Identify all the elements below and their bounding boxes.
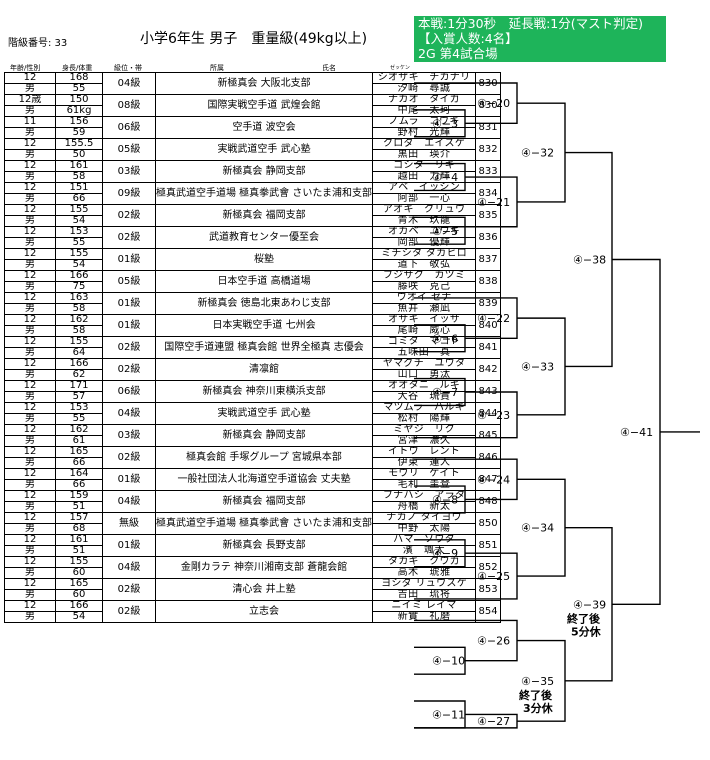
match-label-round2: ④−4 bbox=[432, 171, 458, 184]
info-box: 本戦:1分30秒 延長戦:1分(マスト判定) 【入賞人数:4名】 2G 第4試合… bbox=[414, 16, 666, 62]
col-header-age: 年齢/性別 bbox=[10, 64, 41, 72]
match-label-round2: ④−5 bbox=[432, 225, 458, 238]
info-line-court: 2G 第4試合場 bbox=[418, 46, 498, 61]
match-label-round3: ④−26 bbox=[477, 635, 510, 648]
col-header-rank: 級位・帯 bbox=[114, 64, 142, 72]
match-label-semifinal: ④−39 bbox=[573, 598, 606, 611]
col-header-name: 氏名 bbox=[322, 64, 336, 72]
info-line-winners: 【入賞人数:4名】 bbox=[418, 31, 518, 46]
col-header-height: 身長/体重 bbox=[62, 64, 93, 72]
match-label-round3: ④−23 bbox=[477, 409, 510, 422]
col-header-bib: ゼッケン bbox=[390, 65, 410, 71]
entrant-sex: 男 bbox=[4, 611, 56, 623]
entrant-bib: 854 bbox=[475, 600, 502, 623]
match-label-semifinal: ④−38 bbox=[573, 254, 606, 267]
rest-note: 終了後 bbox=[567, 611, 601, 625]
match-label-round2: ④−9 bbox=[432, 547, 458, 560]
entrant-bib: 834 bbox=[475, 182, 502, 205]
info-line-rules: 本戦:1分30秒 延長戦:1分(マスト判定) bbox=[418, 16, 643, 31]
match-label-round3: ④−22 bbox=[477, 312, 510, 325]
match-label-round2: ④−7 bbox=[432, 386, 458, 399]
match-label-round3: ④−25 bbox=[477, 570, 510, 583]
entrant-weight: 54 bbox=[55, 611, 103, 623]
bracket-number: 階級番号: 33 bbox=[8, 38, 68, 49]
col-header-affiliation: 所属 bbox=[210, 64, 224, 72]
match-label-round4: ④−35 bbox=[521, 675, 554, 688]
entrant-bib: 846 bbox=[475, 446, 502, 469]
match-label-round4: ④−33 bbox=[521, 360, 554, 373]
rest-note: 終了後 bbox=[519, 688, 553, 702]
entrant-affiliation: 立志会 bbox=[154, 600, 374, 623]
bracket-line bbox=[414, 216, 466, 245]
match-label-round2: ④−10 bbox=[432, 655, 465, 668]
match-label-round3: ④−21 bbox=[477, 196, 510, 209]
match-label-round2: ④−8 bbox=[432, 493, 458, 506]
page-title: 小学6年生 男子 重量級(49kg以上) bbox=[140, 31, 368, 47]
match-label-round4: ④−34 bbox=[521, 522, 554, 535]
rest-note: 3分休 bbox=[523, 701, 554, 715]
entrant-affiliation: 金剛カラテ 神奈川湘南支部 蒼龍会館 bbox=[154, 556, 374, 579]
match-label-round2: ④−3 bbox=[432, 117, 458, 130]
entrant-bib: 848 bbox=[475, 490, 502, 513]
match-label-round3: ④−27 bbox=[477, 715, 510, 728]
entrant-bib: 838 bbox=[475, 270, 502, 293]
match-label-round3: ④−20 bbox=[477, 97, 510, 110]
match-label-final: ④−41 bbox=[620, 426, 653, 439]
match-label-round3: ④−24 bbox=[477, 473, 510, 486]
match-label-round2: ④−11 bbox=[432, 708, 465, 721]
match-label-round2: ④−6 bbox=[432, 332, 458, 345]
match-label-round4: ④−32 bbox=[521, 147, 554, 160]
rest-note: 5分休 bbox=[571, 624, 602, 638]
